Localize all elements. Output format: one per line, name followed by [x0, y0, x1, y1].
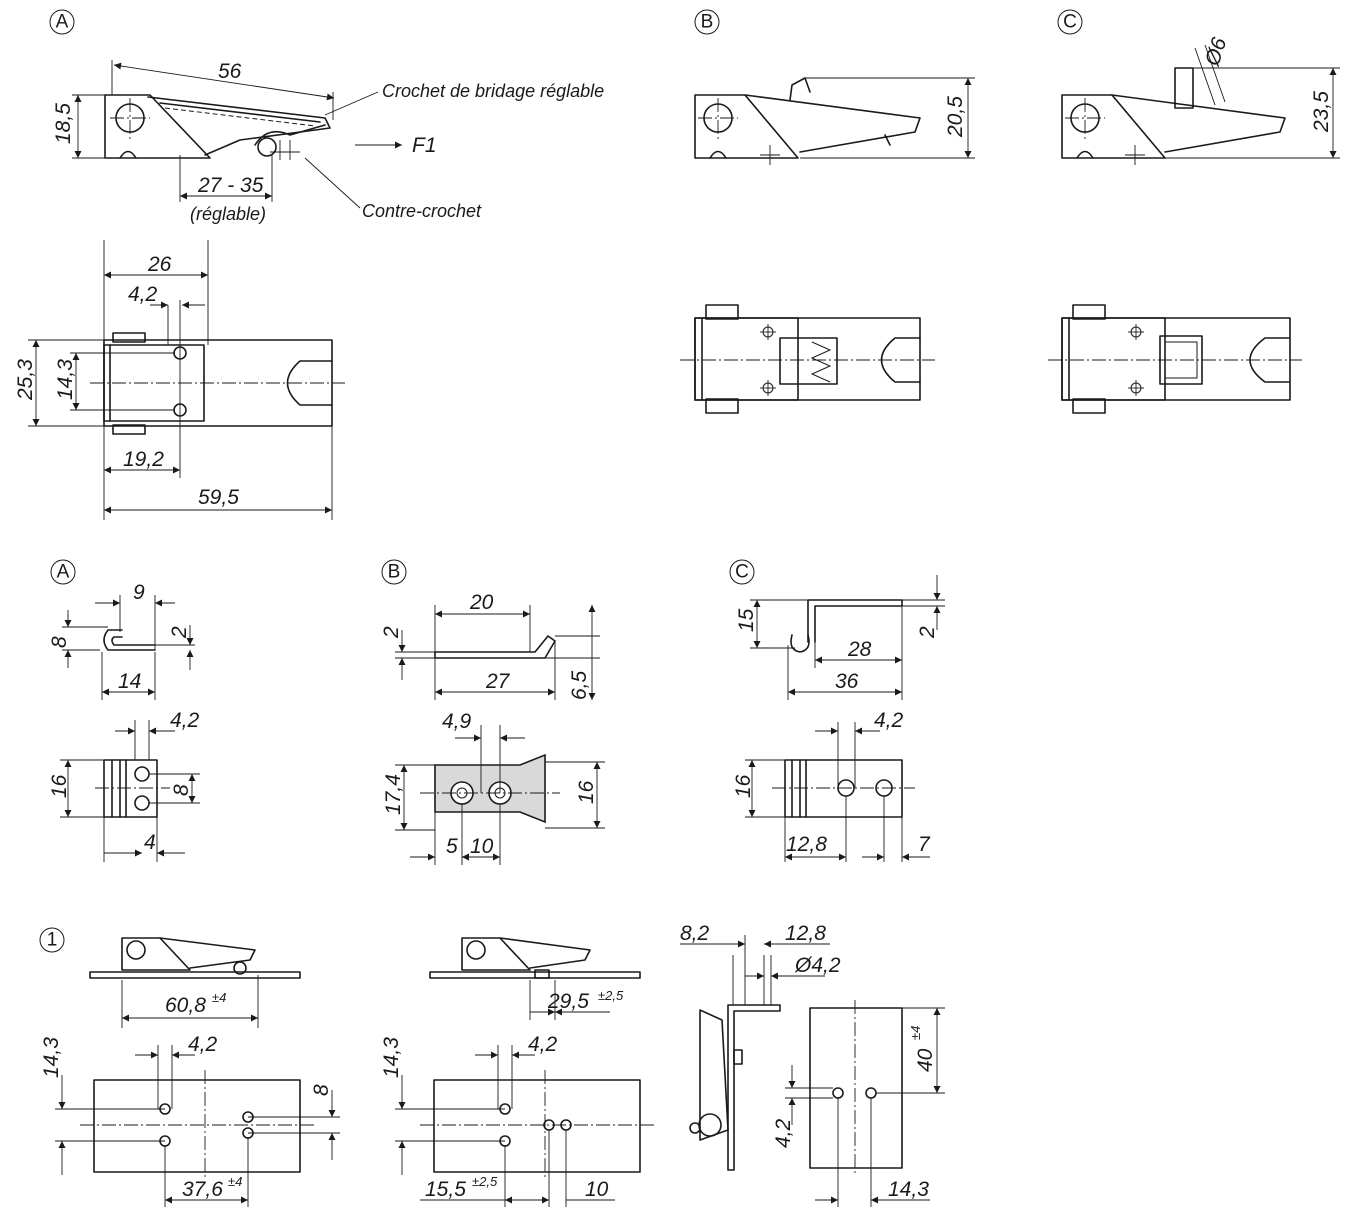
- dim-14-3: 14,3: [380, 1037, 403, 1078]
- tol-37-6: ±4: [228, 1174, 242, 1189]
- view-label: C: [1063, 12, 1077, 33]
- dim-59-5: 59,5: [198, 486, 239, 509]
- dim-7: 7: [918, 833, 931, 856]
- view-a-top: 26 4,2 25,3 14,3 19,2 59,5: [14, 240, 345, 520]
- dim-length: 56: [218, 60, 242, 83]
- dim-4-2: 4,2: [188, 1033, 218, 1056]
- dim-diameter: Ø6: [1201, 34, 1232, 69]
- dim-8: 8: [310, 1084, 333, 1096]
- dim-height: 23,5: [1310, 91, 1333, 133]
- view-c-top: [1048, 304, 1302, 414]
- adjust-note: (réglable): [190, 204, 266, 224]
- view-label: A: [56, 12, 69, 33]
- dim-14-3: 14,3: [54, 359, 77, 400]
- note-counter: Contre-crochet: [362, 201, 482, 221]
- dim-2: 2: [168, 626, 191, 639]
- tol-40: ±4: [908, 1026, 923, 1040]
- view-label: 1: [47, 930, 58, 951]
- dim-26: 26: [147, 253, 172, 276]
- dim-adjust: 27 - 35: [197, 174, 264, 197]
- dim-9: 9: [133, 581, 145, 604]
- counter-hook-c: C 15 2 28 36 4,2 16 12,8 7: [729, 559, 945, 862]
- view-label: C: [735, 562, 749, 583]
- force-label: F1: [412, 134, 437, 157]
- dim-6-5: 6,5: [568, 670, 591, 700]
- dim-height: 20,5: [944, 96, 967, 138]
- dim-4-2: 4,2: [128, 283, 158, 306]
- dim-40: 40: [914, 1048, 937, 1072]
- dim-8b: 8: [170, 784, 193, 796]
- view-label: A: [57, 562, 70, 583]
- dim-27: 27: [485, 670, 511, 693]
- tol-60-8: ±4: [212, 990, 226, 1005]
- counter-hook-b: B 20 2 6,5 27 4,9 17,4 16 5 10: [380, 559, 605, 865]
- dim-15-5: 15,5: [425, 1178, 466, 1201]
- dim-14-3: 14,3: [40, 1037, 63, 1078]
- dim-28: 28: [847, 638, 872, 661]
- dim-19-2: 19,2: [123, 448, 164, 471]
- view-label: B: [701, 12, 714, 33]
- dim-4-2: 4,2: [772, 1118, 795, 1148]
- dim-17-4: 17,4: [382, 774, 405, 815]
- dim-15: 15: [735, 608, 758, 632]
- dim-12-8: 12,8: [785, 922, 826, 945]
- view-a-side: A 56 18,5 27 - 35 (réglable) Crochet de …: [49, 9, 604, 224]
- note-hook: Crochet de bridage réglable: [382, 81, 604, 101]
- dim-10: 10: [470, 835, 494, 858]
- counter-hook-a: A 9 8 2 14 4,2 16 8 4: [48, 559, 200, 862]
- dim-10: 10: [585, 1178, 609, 1201]
- dim-2: 2: [380, 626, 403, 639]
- view-b-side: B 20,5: [694, 9, 975, 165]
- view-c-side: C 23,5 Ø6: [1057, 9, 1340, 165]
- dim-8-2: 8,2: [680, 922, 710, 945]
- dim-4-2: 4,2: [528, 1033, 558, 1056]
- dim-25-3: 25,3: [14, 359, 37, 401]
- tol-15-5: ±2,5: [472, 1174, 498, 1189]
- dim-37-6: 37,6: [182, 1178, 223, 1201]
- dim-14-3: 14,3: [888, 1178, 929, 1201]
- tol-29-5: ±2,5: [598, 988, 624, 1003]
- dim-8: 8: [48, 636, 71, 648]
- view-b-top: [680, 304, 935, 414]
- dim-12-8: 12,8: [786, 833, 827, 856]
- view-label-circle: [49, 9, 75, 35]
- dim-4-2: 4,2: [170, 709, 200, 732]
- dim-dia-4-2: Ø4,2: [794, 954, 841, 977]
- dim-2: 2: [916, 626, 939, 639]
- mounting-2: 29,5 ±2,5 14,3 4,2 15,5 ±2,5 10: [380, 937, 655, 1207]
- dim-4-2: 4,2: [874, 709, 904, 732]
- mounting-3: 8,2 12,8 Ø4,2 40 ±4 4,2 14,3: [680, 922, 945, 1207]
- dim-14: 14: [118, 670, 141, 693]
- dim-height: 18,5: [52, 103, 75, 144]
- dim-16: 16: [48, 774, 71, 798]
- dim-29-5: 29,5: [547, 990, 589, 1013]
- dim-4: 4: [144, 831, 156, 854]
- dim-36: 36: [835, 670, 859, 693]
- dim-20: 20: [469, 591, 494, 614]
- view-label: B: [388, 562, 401, 583]
- mounting-1: 1 60,8 ±4 14,3 4,2 8 37,6 ±4: [39, 927, 340, 1207]
- dim-4-9: 4,9: [442, 710, 472, 733]
- dim-16: 16: [575, 780, 598, 804]
- dim-60-8: 60,8: [165, 994, 206, 1017]
- dim-5: 5: [446, 835, 458, 858]
- dim-16: 16: [732, 774, 755, 798]
